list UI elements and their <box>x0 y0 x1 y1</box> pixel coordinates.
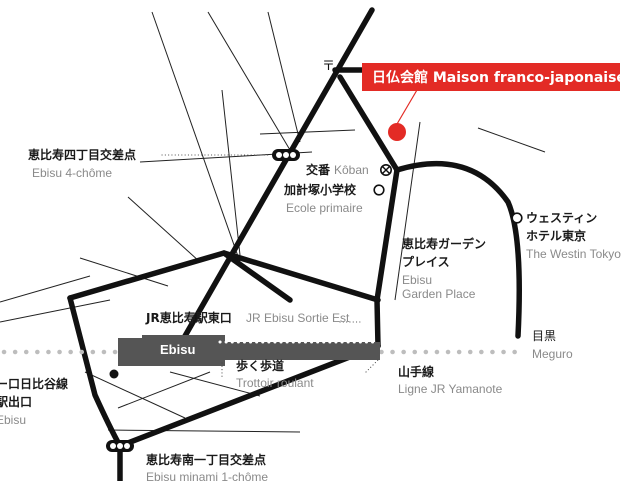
label-westin-ja2: ホテル東京 <box>526 228 586 243</box>
label-hibiya-fr: Ebisu <box>0 413 26 427</box>
hotel-icon <box>511 212 523 224</box>
label-meguro-ja: 目黒 <box>532 329 556 343</box>
venue-marker[interactable] <box>388 123 406 141</box>
minor-streets <box>0 11 546 433</box>
label-4chome-fr: Ebisu 4-chôme <box>32 166 112 180</box>
label-minami-ja: 恵比寿南一丁目交差点 <box>146 452 266 467</box>
label-east-exit-ja: JR恵比寿駅東口 <box>145 310 232 325</box>
label-garden-ja2: プレイス <box>402 254 450 269</box>
venue-banner[interactable]: 日仏会館 Maison franco-japonaise <box>362 63 626 91</box>
label-yamanote-ja: 山手線 <box>398 364 434 379</box>
label-walkway-fr: Trottoir roulant <box>236 376 314 390</box>
label-school-fr: Ecole primaire <box>286 201 363 215</box>
label-school-ja: 加計塚小学校 <box>283 182 357 197</box>
venue-pointer <box>396 89 418 125</box>
label-westin-ja1: ウェスティン <box>526 211 597 225</box>
leader-lines <box>161 154 381 379</box>
station-label: Ebisu <box>160 342 195 357</box>
label-westin-fr: The Westin Tokyo <box>526 247 621 261</box>
label-garden-fr1: Ebisu <box>402 273 432 287</box>
ebisu-station: Ebisu <box>118 335 380 366</box>
label-garden-fr2: Garden Place <box>402 287 476 301</box>
traffic-light-icon <box>272 149 300 161</box>
venue-name: 日仏会館 Maison franco-japonaise <box>372 69 626 86</box>
post-office-icon: 〒 <box>322 59 335 74</box>
traffic-light-icon <box>106 440 134 452</box>
school-icon <box>373 184 385 196</box>
label-4chome-ja: 恵比寿四丁目交差点 <box>28 147 136 162</box>
police-box-icon <box>380 164 392 176</box>
label-hibiya-ja1: ー口日比谷線 <box>0 376 68 391</box>
label-koban-ja: 交番 <box>306 162 331 177</box>
label-east-exit-fr: JR Ebisu Sortie Est <box>246 311 350 325</box>
subway-exit-icon <box>109 369 119 379</box>
label-garden-ja1: 恵比寿ガーデン <box>402 236 486 251</box>
label-minami-fr: Ebisu minami 1-chôme <box>146 470 268 481</box>
label-walkway-ja: 歩く歩道 <box>236 358 284 373</box>
label-yamanote-fr: Ligne JR Yamanote <box>398 382 503 396</box>
label-hibiya-ja2: 駅出口 <box>0 394 32 409</box>
label-meguro-fr: Meguro <box>532 347 573 361</box>
label-koban-fr: Kôban <box>334 163 369 177</box>
